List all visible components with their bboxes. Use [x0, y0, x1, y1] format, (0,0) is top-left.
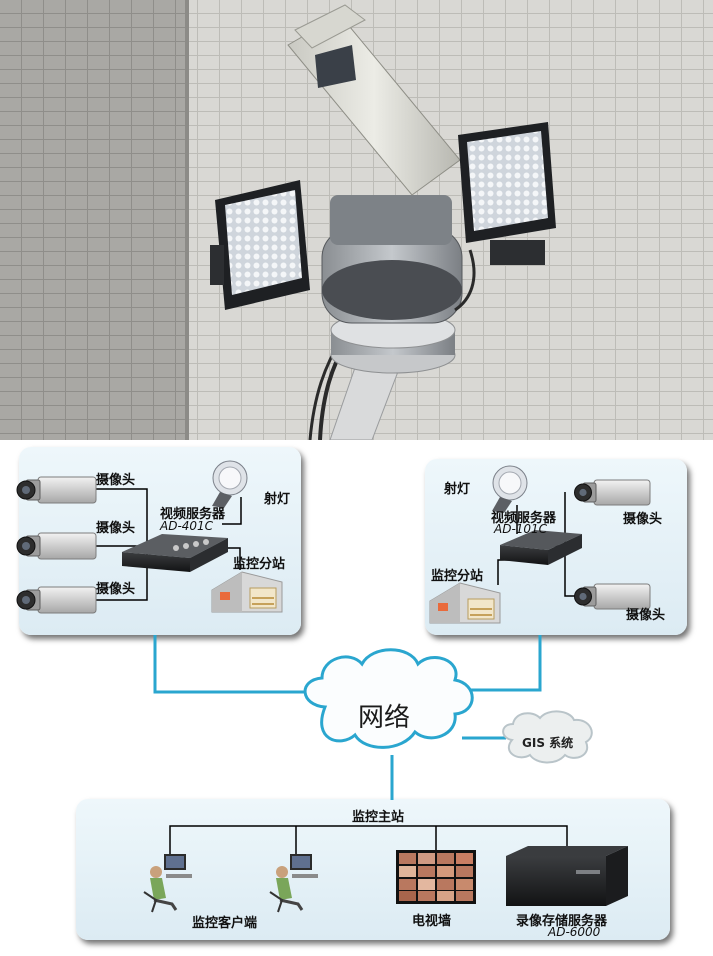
- right-camera-label-2: 摄像头: [626, 608, 666, 623]
- substation-house-right: [429, 582, 501, 624]
- network-cloud-icon: [303, 648, 474, 749]
- right-server-name: 视频服务器: [491, 511, 557, 526]
- master-station-wiring: [169, 825, 568, 857]
- right-substation-label: 监控分站: [431, 569, 484, 584]
- gis-cloud-icon: [502, 710, 593, 764]
- left-camera-label-1: 摄像头: [96, 473, 136, 488]
- video-server-device-left: [122, 534, 228, 572]
- right-server-model: AD-101C: [494, 522, 548, 536]
- left-light-label: 射灯: [264, 492, 291, 507]
- client-label: 监控客户端: [192, 916, 258, 931]
- camera-device-1: [16, 476, 97, 504]
- operator-workstation-2: [268, 852, 320, 914]
- network-links: [153, 635, 542, 800]
- substation-house-left: [211, 571, 283, 613]
- ptz-camera-photo: [0, 0, 713, 440]
- spotlight-device-right: [491, 465, 528, 514]
- camera-device-right-1: [574, 479, 651, 506]
- tv-wall-icon: [396, 850, 476, 904]
- left-camera-label-3: 摄像头: [96, 582, 136, 597]
- storage-server-name: 录像存储服务器: [516, 914, 608, 929]
- left-camera-label-2: 摄像头: [96, 521, 136, 536]
- right-camera-label-1: 摄像头: [623, 512, 663, 527]
- left-substation-label: 监控分站: [233, 557, 286, 572]
- master-station-title: 监控主站: [352, 810, 405, 825]
- camera-device-2: [16, 532, 97, 560]
- video-server-device-right: [500, 530, 582, 565]
- right-light-label: 射灯: [444, 482, 471, 497]
- left-server-model: AD-401C: [160, 519, 214, 533]
- network-label: 网络: [358, 703, 411, 733]
- storage-server-icon: [506, 846, 628, 906]
- gis-label: GIS 系统: [522, 736, 574, 750]
- operator-workstation-1: [142, 852, 194, 914]
- left-server-name: 视频服务器: [160, 507, 226, 522]
- tv-wall-label: 电视墙: [412, 914, 452, 929]
- camera-device-3: [16, 586, 97, 614]
- storage-server-model: AD-6000: [548, 925, 601, 939]
